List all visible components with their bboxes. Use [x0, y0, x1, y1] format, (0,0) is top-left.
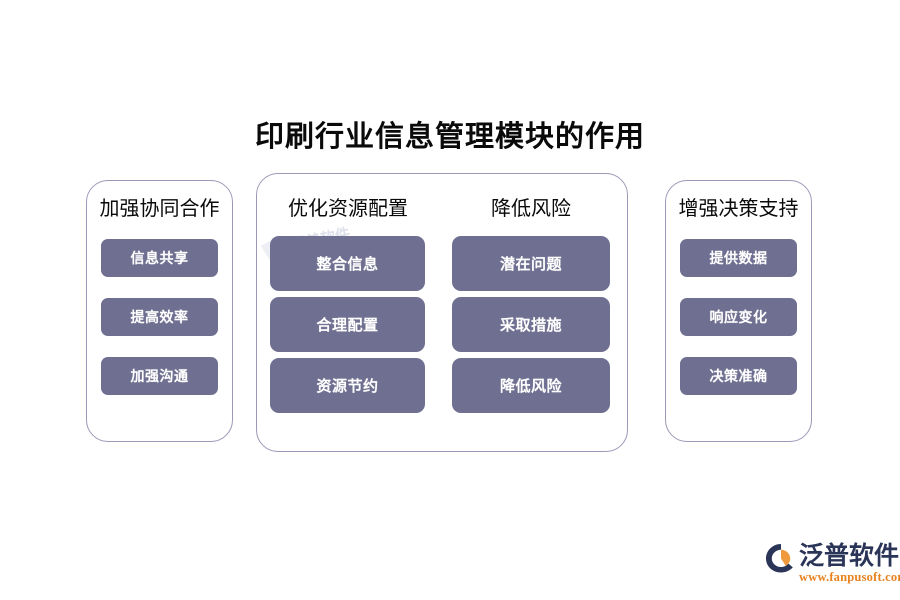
chip-strengthen-communication[interactable]: 加强沟通	[101, 357, 218, 395]
chip-accurate-decision[interactable]: 决策准确	[680, 357, 797, 395]
chip-potential-issues[interactable]: 潜在问题	[452, 236, 610, 291]
chip-improve-efficiency[interactable]: 提高效率	[101, 298, 218, 336]
brand-logo: 泛普软件 www.fanpusoft.com	[765, 541, 900, 589]
group-heading-decision-support: 增强决策支持	[678, 198, 799, 220]
chip-resource-saving[interactable]: 资源节约	[270, 358, 425, 413]
chip-provide-data[interactable]: 提供数据	[680, 239, 797, 277]
brand-url: www.fanpusoft.com	[799, 570, 900, 584]
brand-name: 泛普软件	[799, 542, 900, 570]
chip-integrate-information[interactable]: 整合信息	[270, 236, 425, 291]
chip-reduce-risk[interactable]: 降低风险	[452, 358, 610, 413]
fanpu-logo-icon	[766, 544, 793, 573]
group-heading-resource-optimization: 优化资源配置	[288, 198, 408, 220]
group-heading-collaboration: 加强协同合作	[99, 198, 220, 220]
chip-take-measures[interactable]: 采取措施	[452, 297, 610, 352]
chip-respond-to-change[interactable]: 响应变化	[680, 298, 797, 336]
page-title: 印刷行业信息管理模块的作用	[254, 121, 645, 153]
group-heading-risk-reduction: 降低风险	[491, 198, 571, 220]
chip-rational-allocation[interactable]: 合理配置	[270, 297, 425, 352]
chip-info-sharing[interactable]: 信息共享	[101, 239, 218, 277]
